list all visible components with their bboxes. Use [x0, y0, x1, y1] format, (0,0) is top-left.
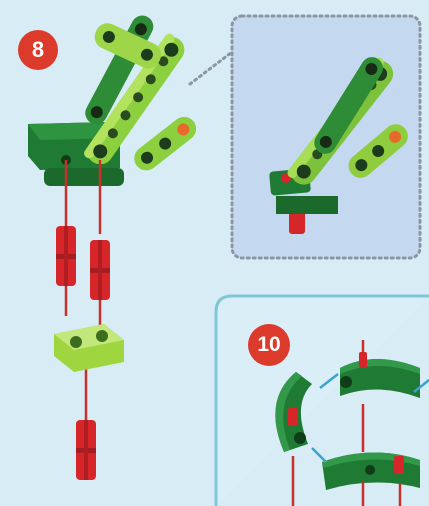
step-number-badge: 10: [248, 324, 290, 366]
zoom-detail-inset: [190, 16, 420, 258]
light-green-connector: [54, 324, 124, 372]
step-number-badge: 8: [18, 30, 58, 70]
